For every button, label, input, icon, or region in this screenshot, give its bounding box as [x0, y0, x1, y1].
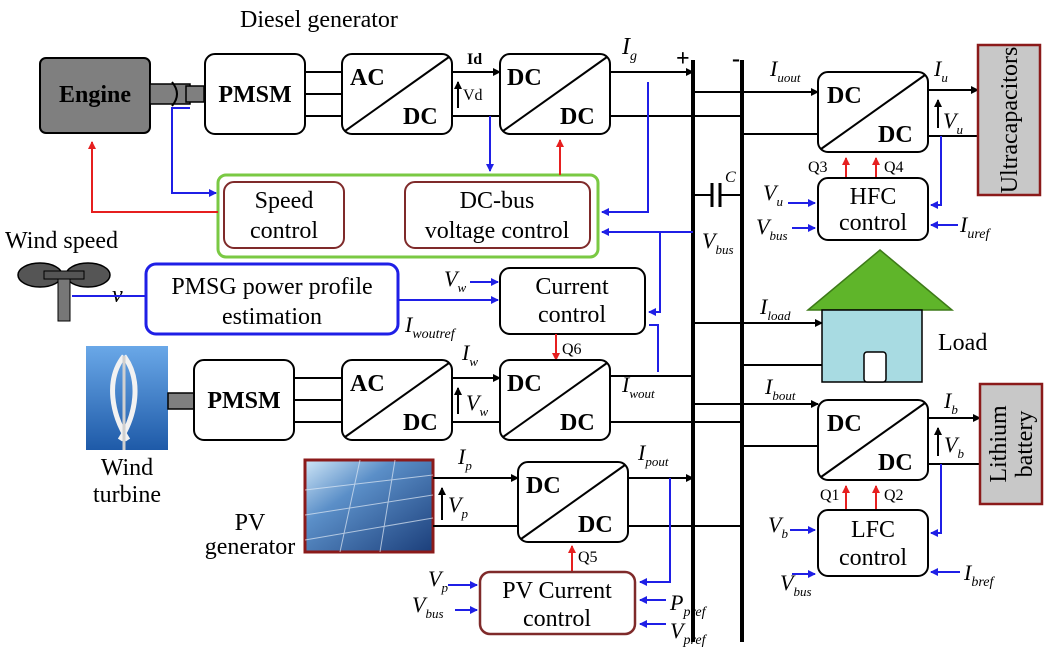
- dcdc-battery-dc2: DC: [878, 450, 913, 476]
- pv-current-control-label-2: control: [523, 606, 591, 632]
- speed-control-label-2: control: [250, 218, 318, 244]
- q6-label: Q6: [562, 341, 582, 358]
- bus-capacitor: C: [693, 169, 742, 207]
- dcdc-battery-dc1: DC: [827, 411, 862, 437]
- wind-turbine-label-2: turbine: [93, 482, 161, 508]
- vp-label: Vp: [448, 492, 468, 521]
- wind-speed-label: Wind speed: [5, 228, 118, 254]
- dcdc-ultracap-dc2: DC: [878, 122, 913, 148]
- current-control-label-2: control: [538, 302, 606, 328]
- iuref-label: Iuref: [959, 212, 991, 242]
- ib-label: Ib: [943, 388, 958, 417]
- lithium-battery-label-2: battery: [1012, 411, 1038, 478]
- lithium-battery-label-1: Lithium: [986, 405, 1012, 483]
- dcdc-wind-dc1: DC: [507, 371, 542, 397]
- acdc-wind-dc: DC: [403, 410, 438, 436]
- ibout-label: Ibout: [764, 374, 796, 403]
- pv-generator-label-1: PV: [235, 510, 266, 536]
- engine-shaft: [150, 84, 190, 104]
- engine-label: Engine: [59, 82, 131, 108]
- iuout-label: Iuout: [769, 56, 801, 85]
- anemometer-icon: [18, 263, 110, 321]
- dcdc-diesel-dc2: DC: [560, 104, 595, 130]
- load-label: Load: [938, 330, 987, 356]
- pv-panel-image: [305, 460, 433, 552]
- dcbus-control-label-1: DC-bus: [460, 188, 535, 214]
- q1-label: Q1: [820, 487, 840, 504]
- vb-lfc-label: Vb: [768, 512, 788, 541]
- vu-hfc-label: Vu: [763, 180, 783, 209]
- pmsm-to-acdc-lines: [305, 72, 342, 116]
- dcdc-ultracap-dc1: DC: [827, 83, 862, 109]
- dcdc-pv-dc2: DC: [578, 512, 613, 538]
- vw-control-label: Vw: [444, 266, 466, 295]
- house-load-icon: [808, 250, 952, 382]
- dcdc-diesel-dc1: DC: [507, 65, 542, 91]
- pmsm-wind-label: PMSM: [207, 388, 280, 414]
- id-label: Id: [467, 51, 482, 68]
- lfc-label-2: control: [839, 545, 907, 571]
- lfc-label-1: LFC: [851, 517, 895, 543]
- ibref-label: Ibref: [963, 560, 995, 590]
- current-control-label-1: Current: [535, 274, 609, 300]
- pmsg-label-2: estimation: [222, 304, 322, 330]
- pv-current-control-label-1: PV Current: [502, 578, 612, 604]
- pv-generator-label-2: generator: [205, 534, 296, 560]
- pmsg-label-1: PMSG power profile: [171, 274, 372, 300]
- wind-turbine-label-1: Wind: [101, 455, 153, 481]
- iu-label: Iu: [933, 56, 948, 85]
- iload-label: Iload: [759, 294, 791, 323]
- acdc-top-ac: AC: [350, 65, 385, 91]
- vbus-pv-label: Vbus: [412, 592, 444, 621]
- ip-label: Ip: [457, 444, 472, 473]
- acdc-top-dc: DC: [403, 104, 438, 130]
- vp-control-label: Vp: [428, 566, 448, 595]
- q4-label: Q4: [884, 159, 904, 176]
- ultracapacitors-label: Ultracapacitors: [997, 47, 1023, 194]
- vbus-hfc-label: Vbus: [756, 214, 788, 243]
- q2-label: Q2: [884, 487, 904, 504]
- acdc-wind-ac: AC: [350, 371, 385, 397]
- ipout-label: Ipout: [637, 440, 669, 469]
- vbus-label: Vbus: [702, 228, 734, 257]
- speed-control-label-1: Speed: [255, 188, 314, 214]
- diesel-generator-title: Diesel generator: [240, 7, 398, 33]
- bus-plus-label: +: [676, 46, 690, 72]
- vpref-label: Vpref: [670, 618, 708, 648]
- hfc-label-2: control: [839, 210, 907, 236]
- ig-label: Ig: [621, 34, 637, 64]
- hfc-label-1: HFC: [850, 184, 897, 210]
- dcbus-control-label-2: voltage control: [425, 218, 570, 244]
- q5-label: Q5: [578, 549, 598, 566]
- vd-label: Vd: [463, 87, 483, 104]
- pmsm-top-label: PMSM: [218, 82, 291, 108]
- ppref-label: Ppref: [669, 590, 708, 620]
- wind-turbine-image: [86, 346, 168, 450]
- dcdc-wind-dc2: DC: [560, 410, 595, 436]
- q3-label: Q3: [808, 159, 828, 176]
- iw-label: Iw: [461, 340, 478, 369]
- capacitor-label: C: [725, 169, 736, 186]
- vb-label: Vb: [944, 432, 964, 461]
- dcdc-pv-dc1: DC: [526, 473, 561, 499]
- vu-label: Vu: [943, 108, 963, 137]
- bus-minus-label: -: [732, 46, 740, 72]
- vw-label: Vw: [466, 390, 488, 419]
- iwoutref-label: Iwoutref: [404, 312, 457, 342]
